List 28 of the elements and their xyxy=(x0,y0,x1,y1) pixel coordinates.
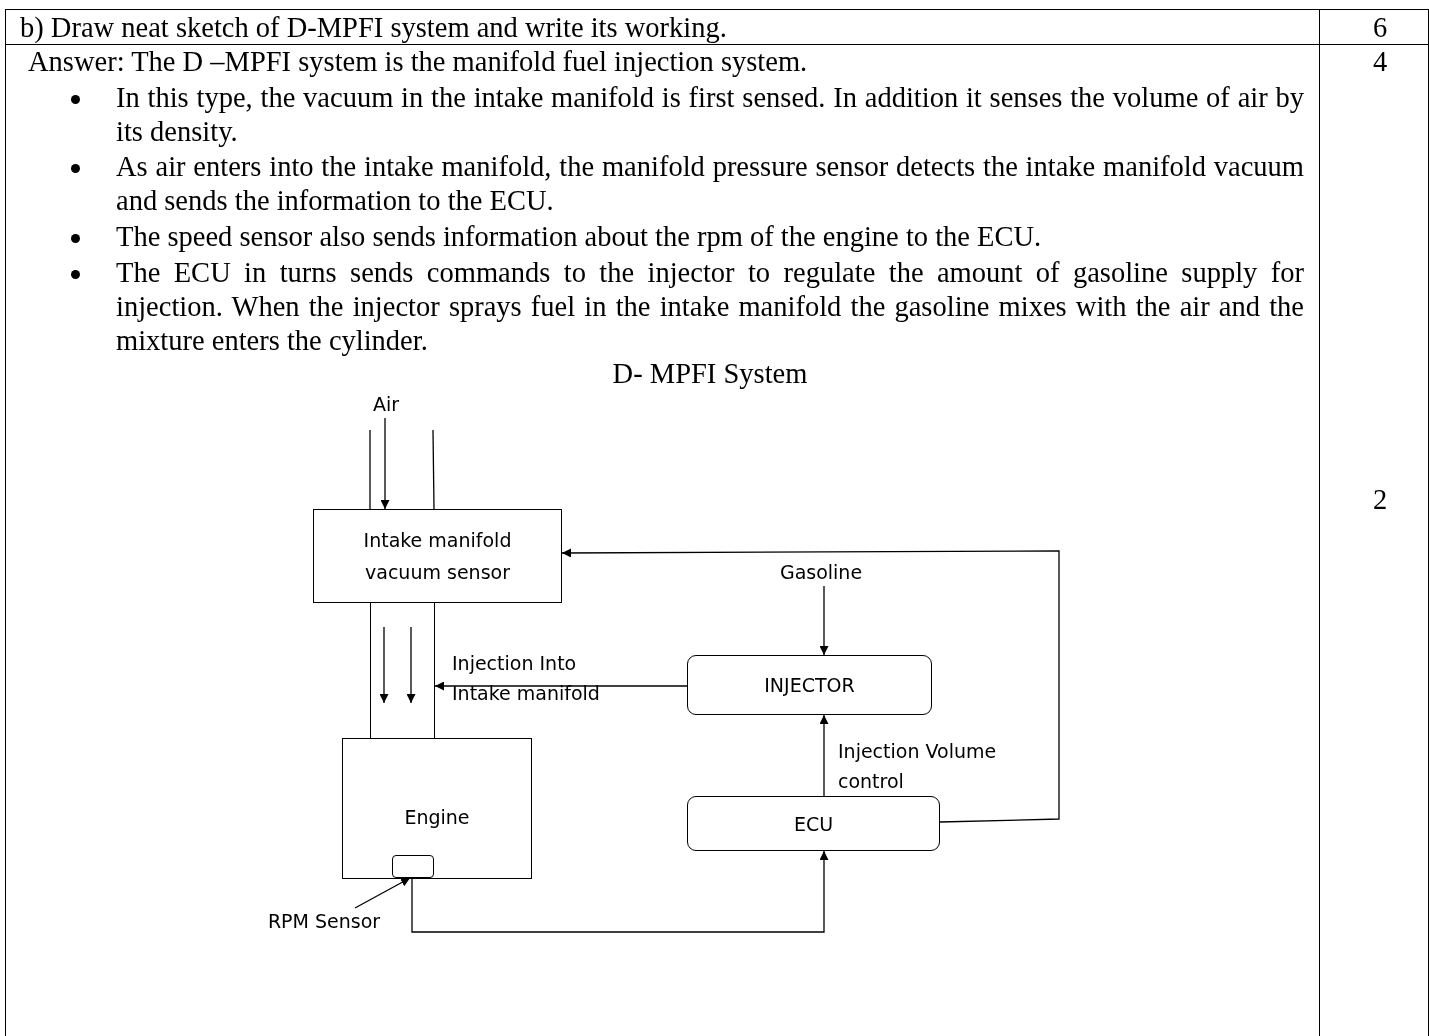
intake-manifold-duct xyxy=(370,602,435,739)
arrow xyxy=(434,681,688,691)
engine-box: Engine xyxy=(342,738,532,879)
leader-line xyxy=(354,877,411,909)
answer-text: Answer: The D –MPFI system is the manifold fuel injection system. xyxy=(28,45,809,79)
marks-number: 2 xyxy=(1371,483,1389,517)
arrow xyxy=(411,850,829,933)
ecu-box: ECU xyxy=(687,796,940,851)
marks-number: 4 xyxy=(1371,45,1389,79)
arrow xyxy=(561,548,1060,823)
rpm-sensor-box xyxy=(392,855,434,878)
flow-label: Air xyxy=(368,390,404,418)
marks-number: 6 xyxy=(1371,11,1389,45)
sensor-box: Intake manifold vacuum sensor xyxy=(313,509,562,603)
edge-label: Injection Into Intake manifold xyxy=(452,651,601,706)
arrow xyxy=(380,417,390,510)
arrow xyxy=(819,585,829,656)
flow-label: Gasoline xyxy=(774,558,868,586)
bullet-text: As air enters into the intake manifold, the manifold pressure sensor detects the intake manifold vacuum and sends the information to the ECU. xyxy=(116,150,1304,218)
edge-label: Injection Volume control xyxy=(838,739,998,794)
injector-box: INJECTOR xyxy=(687,655,932,715)
diagram-title: D- MPFI System xyxy=(611,357,809,391)
bullet-text: The speed sensor also sends information about the rpm of the engine to the ECU. xyxy=(116,220,1043,254)
bullet-text: In this type, the vacuum in the intake manifold is first sensed. In addition it senses the volume of air by its density. xyxy=(116,81,1304,149)
arrow xyxy=(819,714,829,797)
question-text: b) Draw neat sketch of D-MPFI system and write its working. xyxy=(20,11,728,45)
bullet-text: The ECU in turns sends commands to the injector to regulate the amount of gasoline supply for injection. When the injector sprays fuel in the intake manifold the gasoline mixes with the air and the mixture enters the cylinder. xyxy=(116,256,1304,358)
sensor-label: RPM Sensor xyxy=(262,906,386,936)
